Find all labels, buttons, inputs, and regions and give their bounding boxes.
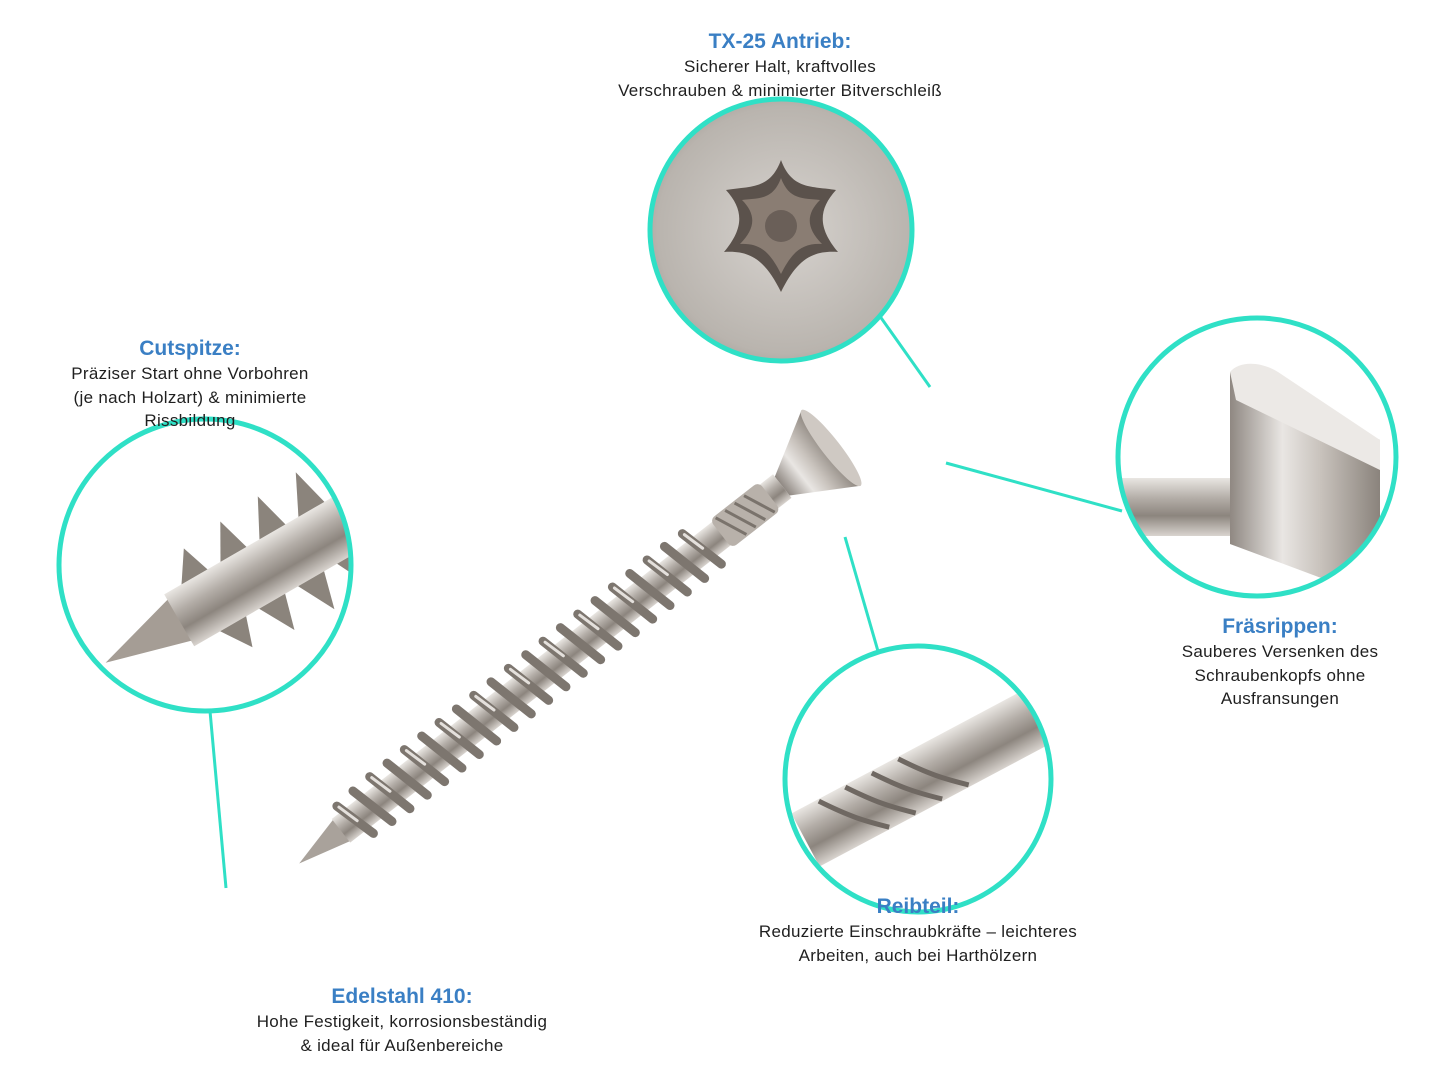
callout-material: Edelstahl 410: Hohe Festigkeit, korrosio… — [192, 984, 612, 1057]
callout-reamer-line1: Reduzierte Einschraubkräfte – leichteres — [758, 922, 1078, 941]
connector-reamer — [843, 536, 884, 666]
callout-material-line1: Hohe Festigkeit, korrosionsbeständig — [256, 1012, 548, 1031]
callout-reamer-line2: Arbeiten, auch bei Harthölzern — [798, 945, 1038, 965]
callout-drive-line2: Verschrauben & minimierter Bitverschleiß — [618, 80, 942, 100]
callout-tip-line2: (je nach Holzart) & minimierte — [73, 387, 307, 407]
callout-tip-title: Cutspitze: — [139, 337, 241, 360]
countersunk-head-closeup — [1115, 315, 1399, 599]
callout-reamer: Reibteil: Reduzierte Einschraubkräfte – … — [703, 894, 1133, 967]
callout-ribs-title: Fräsrippen: — [1222, 615, 1338, 638]
callout-drive-line1: Sicherer Halt, kraftvolles — [683, 57, 877, 76]
callout-material-line2: & ideal für Außenbereiche — [300, 1035, 504, 1055]
callout-ribs-line2: Schraubenkopfs ohne — [1194, 665, 1366, 685]
connector-lines — [208, 304, 1123, 889]
callout-tip: Cutspitze: Präziser Start ohne Vorbohren… — [25, 336, 355, 433]
callout-reamer-title: Reibteil: — [876, 895, 960, 918]
callout-material-title: Edelstahl 410: — [331, 985, 473, 1008]
torx-drive-closeup — [647, 96, 915, 364]
callout-tip-line3: Rissbildung — [144, 411, 236, 430]
screw-main-image — [299, 409, 862, 864]
callout-ribs: Fräsrippen: Sauberes Versenken des Schra… — [1130, 614, 1430, 711]
connector-ribs — [945, 461, 1123, 513]
connector-drive — [870, 304, 932, 388]
screw-head — [774, 410, 861, 496]
callout-drive-title: TX-25 Antrieb: — [708, 30, 852, 53]
screw-tip — [299, 818, 352, 864]
callout-tip-line1: Präziser Start ohne Vorbohren — [71, 364, 309, 383]
callout-ribs-line1: Sauberes Versenken des — [1181, 642, 1379, 661]
callout-drive: TX-25 Antrieb: Sicherer Halt, kraftvolle… — [545, 29, 1015, 102]
cut-tip-closeup — [56, 416, 354, 714]
callout-ribs-line3: Ausfransungen — [1220, 689, 1340, 708]
screw-reamer — [712, 484, 779, 546]
connector-tip — [208, 710, 228, 889]
reamer-section-closeup — [782, 643, 1054, 915]
